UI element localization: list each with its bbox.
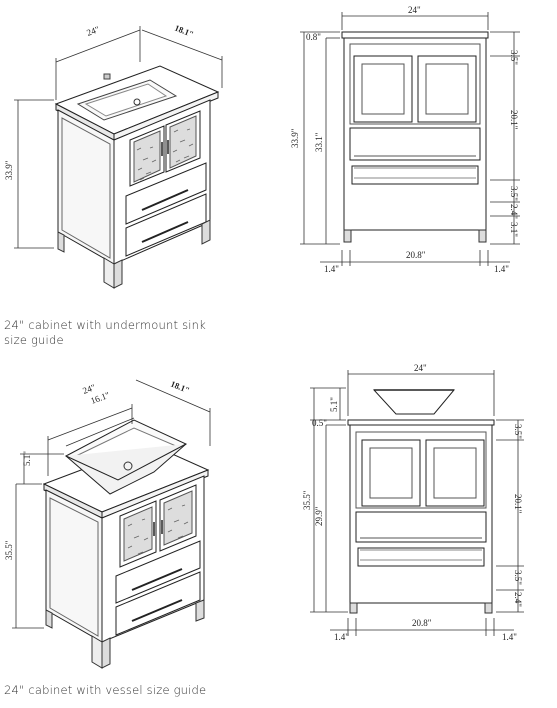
fu-r4: 2.4" (509, 204, 519, 219)
iso-vessel-cabinet (42, 419, 210, 669)
caption-undermount-line1: 24" cabinet with undermount sink (4, 318, 207, 332)
fu-r1: 3.5" (509, 50, 519, 65)
fv-inner: 20.8" (412, 618, 432, 628)
front-undermount-cabinet (341, 31, 489, 243)
front-undermount-dimensions (300, 12, 520, 266)
iso-v-depth: 18.1" (169, 379, 191, 396)
front-vessel-dimensions (310, 370, 524, 636)
iso-v-height: 35.5" (4, 540, 14, 560)
fv-bowl-h: 5.1" (329, 397, 339, 412)
fu-inner: 20.8" (406, 250, 426, 260)
fu-width: 24" (408, 5, 421, 15)
fv-foot-left: 1.4" (334, 632, 349, 642)
fu-top: 0.8" (306, 32, 321, 42)
fv-r4: 2.4" (513, 592, 523, 607)
iso-v-bowl-h: 5.1" (22, 451, 32, 466)
iso-vessel-dimensions (12, 379, 211, 629)
fv-top: 0.5" (312, 418, 327, 428)
fv-overall: 35.5" (302, 490, 312, 510)
fu-foot-right: 1.4" (494, 264, 509, 274)
fv-width: 24" (414, 363, 427, 373)
fu-cabinet: 33.1" (314, 132, 324, 152)
iso-undermount-cabinet (54, 65, 220, 289)
fv-r3: 3.5" (513, 570, 523, 585)
iso-undermount-dimensions (14, 26, 223, 249)
fv-r1: 3.5" (513, 424, 523, 439)
fu-r2: 20.1" (509, 110, 519, 130)
fu-foot-left: 1.4" (324, 264, 339, 274)
fu-r5: 3.1" (509, 222, 519, 237)
fu-r3: 3.5" (509, 186, 519, 201)
iso-um-height: 33.9" (4, 160, 14, 180)
iso-um-depth: 18.1" (173, 23, 195, 40)
fv-foot-right: 1.4" (502, 632, 517, 642)
iso-v-width: 24" (81, 382, 97, 396)
front-vessel-cabinet (347, 389, 495, 614)
fu-overall: 33.9" (290, 128, 300, 148)
iso-um-width: 24" (85, 24, 101, 38)
fv-cabinet: 29.9" (314, 506, 324, 526)
caption-undermount: 24" cabinet with undermount sink size gu… (4, 318, 206, 348)
caption-undermount-line2: size guide (4, 333, 64, 347)
caption-vessel: 24" cabinet with vessel size guide (4, 683, 207, 697)
fv-r2: 20.1" (513, 494, 523, 514)
